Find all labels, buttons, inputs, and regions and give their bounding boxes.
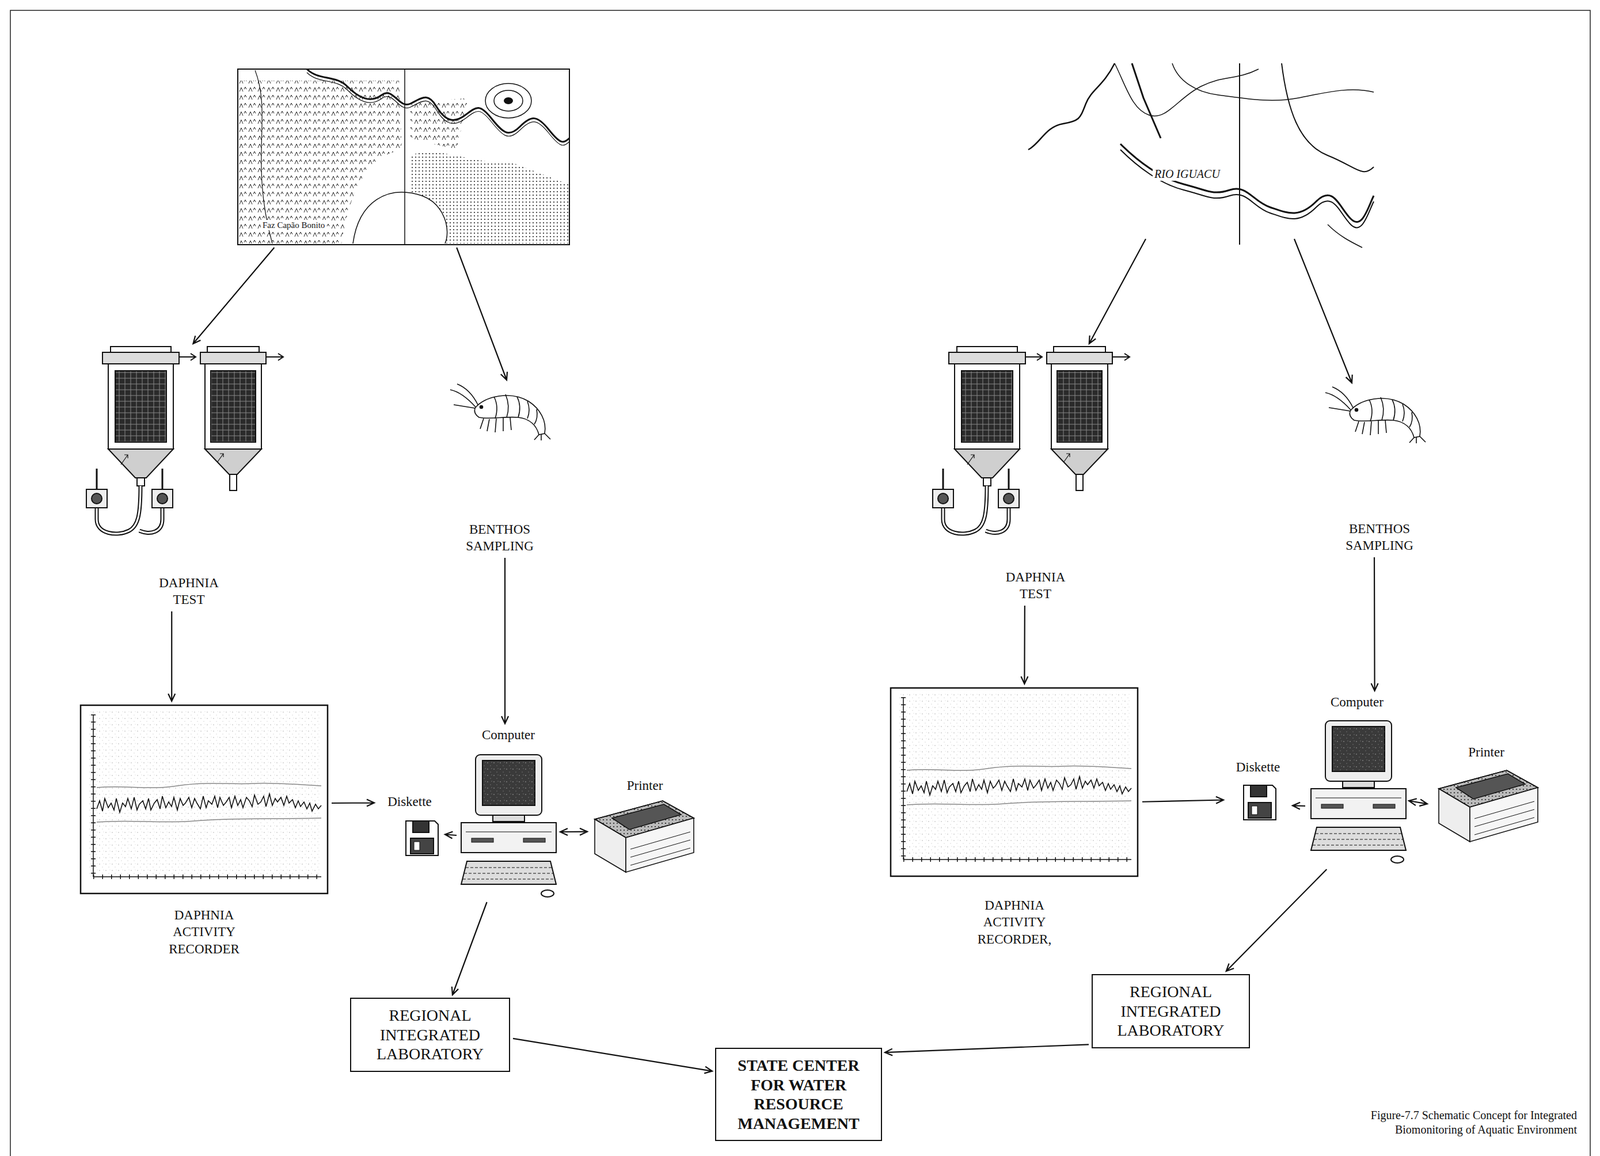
flow-arrow <box>168 611 176 702</box>
figure-label: DAPHNIA TEST <box>145 574 233 609</box>
flow-arrow <box>560 828 588 836</box>
flow-arrow <box>1371 557 1379 691</box>
printer-icon <box>594 800 694 873</box>
flow-arrow <box>1089 238 1146 344</box>
lab-box: REGIONAL INTEGRATED LABORATORY <box>1091 974 1250 1049</box>
flow-arrow <box>456 247 508 380</box>
flow-line <box>1142 796 1224 804</box>
lab-box: REGIONAL INTEGRATED LABORATORY <box>350 997 511 1073</box>
diskette: Diskette <box>1226 758 1290 823</box>
figure-label: Printer <box>1430 743 1543 761</box>
figure-label: BENTHOS SAMPLING <box>456 521 543 556</box>
printer: Printer <box>590 777 700 877</box>
daphnia-apparatus <box>932 346 1130 534</box>
computer: Computer <box>459 726 558 900</box>
benthos-shrimp <box>1325 386 1426 444</box>
benthos-sampling: BENTHOS SAMPLING <box>442 382 558 556</box>
flow-line <box>1226 869 1328 972</box>
activity-recorder: DAPHNIA ACTIVITY RECORDER <box>79 704 329 959</box>
site-map: Faz Capão Bonito <box>237 69 570 245</box>
flow-arrow <box>451 902 488 995</box>
figure-label: RIO IGUACU <box>1152 166 1222 181</box>
flow-line <box>1089 238 1146 344</box>
figure-caption: Figure-7.7 Schematic Concept for Integra… <box>1323 1108 1577 1138</box>
computer-icon <box>1310 720 1406 864</box>
flow-arrow <box>1142 796 1224 804</box>
flow-line <box>1294 238 1353 383</box>
state-center-box: STATE CENTER FOR WATER RESOURCE MANAGEME… <box>715 1047 883 1142</box>
page-frame <box>10 10 1591 1156</box>
daphnia-test: DAPHNIA TEST <box>81 346 296 609</box>
flow-line <box>451 902 488 995</box>
computer: Computer <box>1308 693 1406 867</box>
activity-recorder: DAPHNIA ACTIVITY RECORDER, <box>889 686 1140 949</box>
figure-label: Computer <box>1308 693 1406 711</box>
diskette-icon <box>405 821 439 856</box>
flow-line <box>512 1038 713 1074</box>
benthos-sampling: BENTHOS SAMPLING <box>1321 385 1438 555</box>
flow-arrow <box>331 799 375 807</box>
flow-arrow <box>1292 802 1306 810</box>
flow-line <box>168 611 176 702</box>
flow-line <box>884 1044 1089 1056</box>
printer: Printer <box>1430 743 1543 848</box>
flow-line <box>1371 557 1379 691</box>
site-map-right <box>1028 63 1374 248</box>
site-map: RIO IGUACU <box>1028 63 1374 237</box>
figure-label: Faz Capão Bonito <box>260 219 327 231</box>
box-label: REGIONAL INTEGRATED LABORATORY <box>1103 982 1239 1041</box>
figure-label: DAPHNIA ACTIVITY RECORDER <box>161 906 248 958</box>
flow-arrow <box>1226 869 1328 972</box>
diskette-icon <box>1243 785 1276 820</box>
benthos-shrimp <box>450 384 551 441</box>
flow-arrow <box>192 247 275 344</box>
printer-icon <box>1438 770 1538 842</box>
flow-line <box>456 247 508 380</box>
daphnia-apparatus <box>86 346 284 534</box>
flow-arrow <box>445 831 457 839</box>
figure-label: DAPHNIA TEST <box>992 568 1079 603</box>
figure-label: Diskette <box>1226 758 1290 776</box>
flow-arrow <box>501 557 509 724</box>
flow-arrow <box>1020 605 1028 684</box>
flow-line <box>560 828 588 836</box>
activity-chart <box>890 688 1138 877</box>
flow-line <box>1292 802 1306 810</box>
figure-label: BENTHOS SAMPLING <box>1336 520 1423 555</box>
daphnia-test: DAPHNIA TEST <box>928 346 1143 603</box>
activity-chart <box>80 705 328 894</box>
site-map-left <box>237 69 570 245</box>
diskette: Diskette <box>377 793 443 857</box>
flow-line <box>192 247 275 344</box>
computer-icon <box>461 754 557 898</box>
flow-line <box>331 799 375 807</box>
figure-label: DAPHNIA ACTIVITY RECORDER, <box>968 897 1061 948</box>
flow-arrow <box>884 1044 1089 1056</box>
figure-label: Diskette <box>377 793 443 811</box>
flow-line <box>1408 798 1428 807</box>
flow-line <box>1020 605 1028 684</box>
flow-arrow <box>1294 238 1353 383</box>
figure-label: Computer <box>459 726 558 744</box>
flow-arrow <box>512 1038 713 1074</box>
box-label: STATE CENTER FOR WATER RESOURCE MANAGEME… <box>726 1055 871 1134</box>
flow-line <box>445 831 457 839</box>
flow-arrow <box>1408 798 1428 807</box>
flow-line <box>501 557 509 724</box>
box-label: REGIONAL INTEGRATED LABORATORY <box>361 1005 499 1064</box>
figure-label: Printer <box>590 777 700 794</box>
